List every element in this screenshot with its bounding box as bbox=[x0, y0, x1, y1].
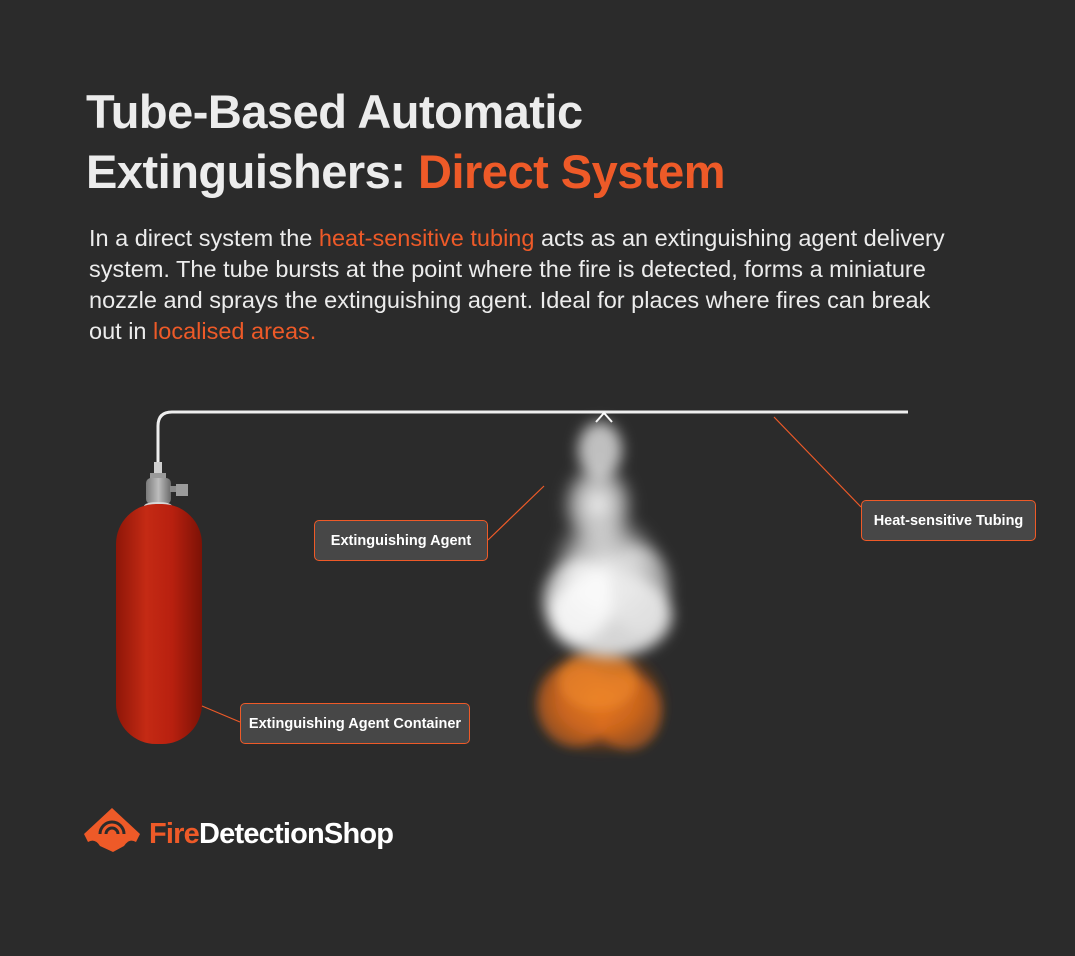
intro-paragraph: In a direct system the heat-sensitive tu… bbox=[89, 223, 949, 347]
brand-name-rest: DetectionShop bbox=[199, 818, 394, 850]
heat-sensitive-tube bbox=[156, 410, 908, 462]
fire-icon bbox=[532, 645, 668, 755]
extinguishing-agent-cylinder bbox=[116, 462, 202, 744]
intro-text-2: acts as an extinguishing agent delivery … bbox=[89, 225, 945, 344]
page-title: Tube-Based Automatic Extinguishers: Dire… bbox=[86, 82, 986, 202]
agent-leader-line bbox=[487, 485, 545, 541]
title-line-2-prefix: Extinguishers: bbox=[86, 145, 419, 198]
brand-name-fire: Fire bbox=[149, 818, 200, 850]
tubing-leader-line bbox=[773, 416, 862, 508]
intro-highlight-tubing: heat-sensitive tubing bbox=[318, 225, 535, 251]
intro-highlight-localised: localised areas. bbox=[153, 318, 317, 344]
heat-sensitive-tubing-label: Heat-sensitive Tubing bbox=[861, 500, 1036, 541]
title-line-1: Tube-Based Automatic bbox=[86, 85, 583, 138]
burst-point-icon bbox=[595, 411, 613, 423]
brand-name: FireDetectionShop bbox=[149, 812, 394, 856]
intro-text-1: In a direct system the bbox=[89, 225, 319, 251]
container-leader-line bbox=[201, 705, 241, 723]
extinguishing-agent-label: Extinguishing Agent bbox=[314, 520, 488, 561]
extinguishing-agent-container-label: Extinguishing Agent Container bbox=[240, 703, 470, 744]
fire-detection-shop-logo-icon bbox=[84, 808, 140, 852]
title-highlight: Direct System bbox=[418, 145, 726, 198]
extinguishing-agent-spray-icon bbox=[543, 422, 672, 657]
